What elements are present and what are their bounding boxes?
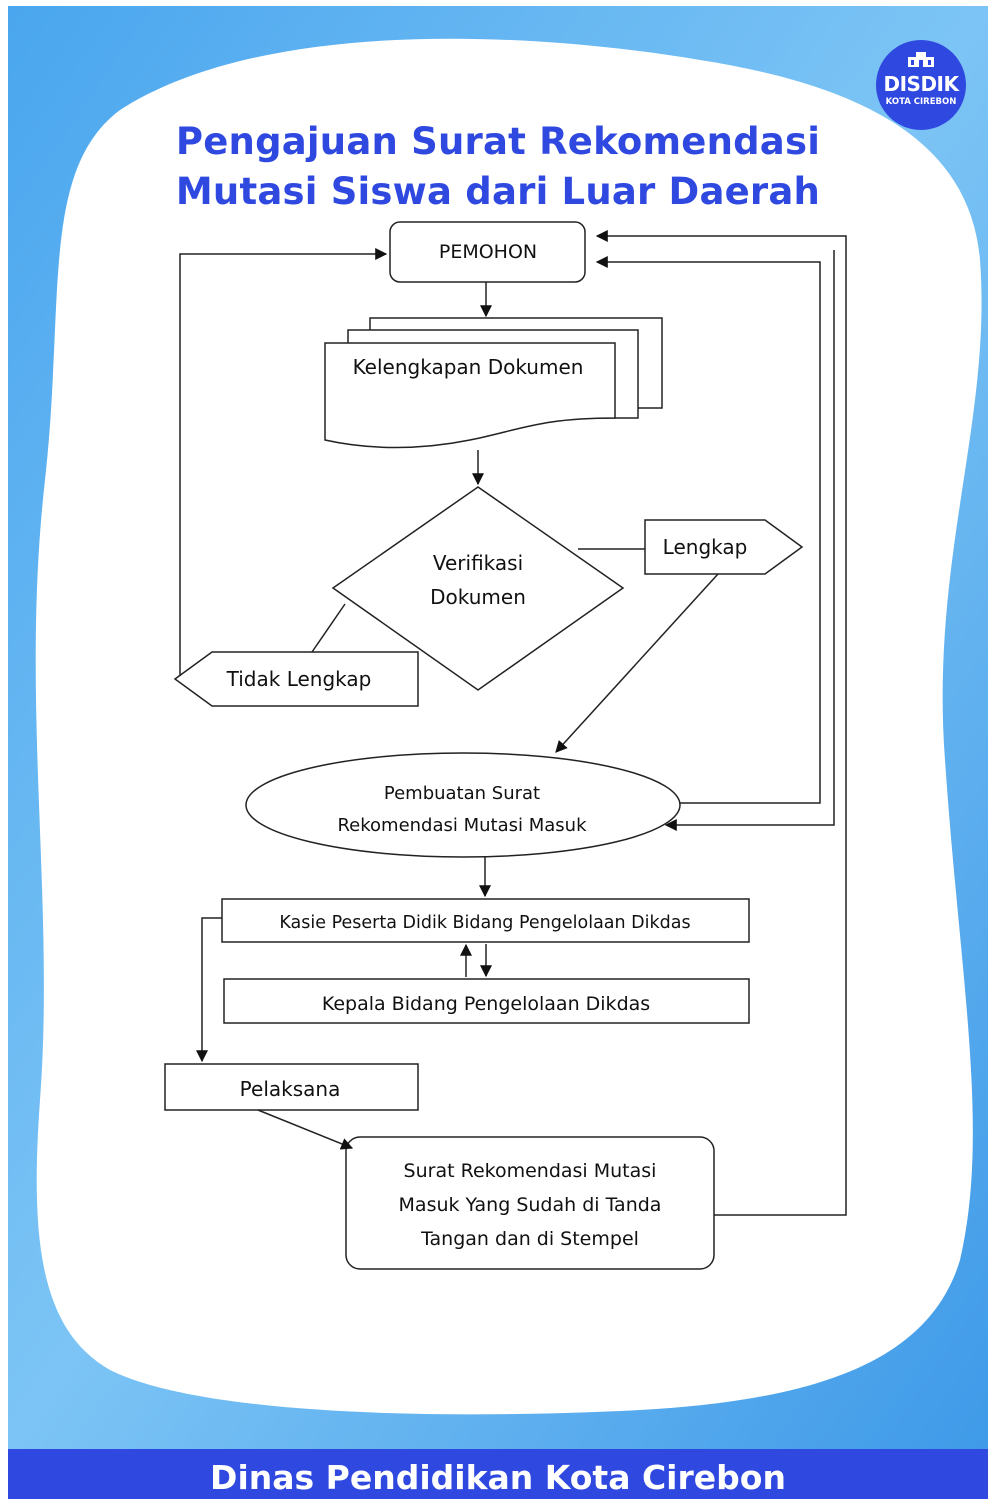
pelaksana-label: Pelaksana — [240, 1077, 341, 1101]
kepala-label: Kepala Bidang Pengelolaan Dikdas — [322, 993, 650, 1015]
building-icon — [908, 52, 934, 67]
tidak-lengkap-label: Tidak Lengkap — [226, 667, 372, 691]
verifikasi-label-2: Dokumen — [430, 585, 526, 609]
surat-label-1: Surat Rekomendasi Mutasi — [404, 1160, 657, 1182]
surat-label-2: Masuk Yang Sudah di Tanda — [399, 1194, 662, 1216]
kasie-box — [221, 898, 750, 943]
arrow-kasie-pelaksana — [196, 917, 222, 1063]
pembuatan-ellipse — [245, 752, 681, 858]
kepala-box — [223, 978, 750, 1024]
arrow-lengkap-pembuatan — [555, 573, 719, 753]
footer-banner: Dinas Pendidikan Kota Cirebon — [8, 1449, 988, 1499]
lengkap-label: Lengkap — [663, 535, 748, 559]
title-line-2: Mutasi Siswa dari Luar Daerah — [175, 170, 821, 213]
pembuatan-label-1: Pembuatan Surat — [384, 783, 540, 804]
line-verifikasi-tidak-lengkap — [311, 603, 346, 653]
pemohon-box — [389, 221, 586, 283]
arrow-pembuatan-pemohon — [595, 256, 821, 804]
surat-label-3: Tangan dan di Stempel — [420, 1228, 639, 1250]
kasie-label: Kasie Peserta Didik Bidang Pengelolaan D… — [279, 913, 690, 933]
kelengkapan-label: Kelengkapan Dokumen — [353, 355, 584, 379]
pelaksana-box — [164, 1063, 419, 1111]
arrow-pelaksana-surat — [257, 1109, 354, 1150]
pembuatan-label-2: Rekomendasi Mutasi Masuk — [337, 815, 587, 836]
logo-subtitle: KOTA CIREBON — [885, 97, 957, 107]
verifikasi-label-1: Verifikasi — [433, 551, 523, 575]
lengkap-shape — [644, 519, 804, 575]
verifikasi-diamond — [331, 486, 625, 691]
disdik-logo: DISDIK KOTA CIREBON — [876, 40, 966, 130]
surat-final-box — [345, 1136, 715, 1270]
logo-name: DISDIK — [883, 72, 960, 96]
arrow-loop-pembuatan — [664, 250, 835, 831]
pemohon-label: PEMOHON — [439, 241, 537, 263]
tidak-lengkap-shape — [173, 651, 419, 707]
title-line-1: Pengajuan Surat Rekomendasi — [175, 120, 821, 163]
document-shape — [324, 342, 616, 449]
arrow-surat-pemohon — [595, 230, 847, 1216]
arrow-tidak-lengkap-pemohon — [179, 248, 388, 676]
